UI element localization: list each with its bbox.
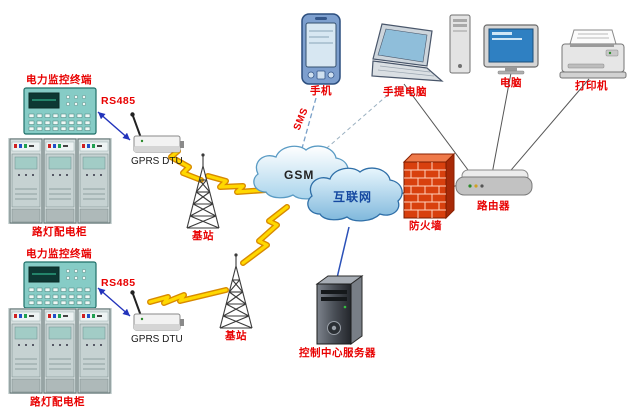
label-laptop: 手提电脑 bbox=[383, 86, 427, 98]
label-cabinet-1: 路灯配电柜 bbox=[32, 226, 87, 238]
laptop-gsm-line bbox=[319, 85, 399, 155]
label-base-station-1: 基站 bbox=[192, 230, 214, 242]
label-server: 控制中心服务器 bbox=[299, 347, 376, 359]
label-rs485-2: RS485 bbox=[101, 277, 136, 289]
label-cabinet-2: 路灯配电柜 bbox=[30, 396, 85, 408]
desktop-computer-icon bbox=[449, 14, 539, 75]
label-rs485-1: RS485 bbox=[101, 95, 136, 107]
label-router: 路由器 bbox=[477, 200, 510, 212]
rs485-link-1 bbox=[97, 111, 131, 141]
rs485-link-2 bbox=[97, 287, 131, 317]
label-terminal-2: 电力监控终端 bbox=[26, 248, 92, 260]
label-firewall: 防火墙 bbox=[409, 220, 442, 232]
server-icon bbox=[315, 275, 364, 345]
sms-link-line bbox=[300, 97, 317, 153]
internet-server-line bbox=[336, 226, 350, 279]
laptop-icon bbox=[371, 23, 444, 82]
label-gprs-dtu-1: GPRS DTU bbox=[131, 156, 183, 167]
terminal-1-icon bbox=[23, 87, 97, 135]
internet-cloud bbox=[307, 167, 403, 222]
computer-router-line bbox=[491, 72, 512, 175]
label-gprs-dtu-2: GPRS DTU bbox=[131, 334, 183, 345]
firewall-icon bbox=[402, 152, 456, 220]
terminal-2-icon bbox=[23, 261, 97, 309]
cabinet-2-icon bbox=[8, 308, 112, 394]
base-station-1-icon bbox=[186, 152, 220, 229]
laptop-router-line bbox=[403, 83, 475, 179]
label-gsm: GSM bbox=[284, 168, 315, 182]
printer-icon bbox=[559, 29, 627, 79]
printer-router-line bbox=[505, 78, 590, 177]
router-icon bbox=[455, 169, 533, 196]
label-computer: 电脑 bbox=[500, 77, 522, 89]
phone-icon bbox=[301, 13, 341, 85]
label-phone: 手机 bbox=[310, 85, 332, 97]
cabinet-1-icon bbox=[8, 138, 112, 224]
label-internet: 互联网 bbox=[333, 190, 373, 204]
label-terminal-1: 电力监控终端 bbox=[26, 74, 92, 86]
label-printer: 打印机 bbox=[575, 80, 608, 92]
gprs-dtu-1-icon bbox=[129, 111, 185, 153]
label-base-station-2: 基站 bbox=[225, 330, 247, 342]
